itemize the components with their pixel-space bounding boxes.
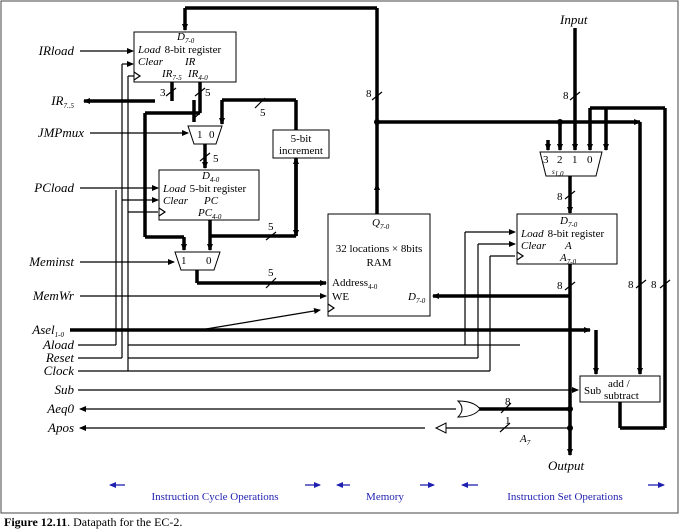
ram-line2: RAM — [366, 257, 391, 269]
right-buses — [593, 108, 671, 430]
aeq0-label: Aeq0 — [46, 401, 74, 416]
a-mux-output — [564, 176, 576, 214]
ir-title: 8-bit register — [165, 44, 222, 56]
a-mux-in3: 3 — [543, 154, 549, 166]
section-instruction-cycle: Instruction Cycle Operations — [151, 491, 278, 503]
top-bus-width: 8 — [366, 88, 372, 100]
a-mux-in1: 1 — [572, 154, 578, 166]
ram-we-label: WE — [332, 291, 349, 303]
a-load-label: Load — [520, 228, 544, 240]
pc-name-label: PC — [203, 195, 219, 207]
jmp-mux-in1: 1 — [197, 129, 203, 141]
jmp-out-width: 5 — [213, 153, 219, 165]
section-memory: Memory — [366, 491, 404, 503]
a-clear-label: Clear — [521, 240, 547, 252]
ram-q-label: Q7-0 — [372, 217, 390, 231]
pcload-label: PCload — [33, 180, 74, 195]
a-name-label: A — [564, 240, 572, 252]
input-label: Input — [559, 12, 588, 27]
meminst-mux[interactable] — [174, 251, 221, 271]
pc-d-label: D4-0 — [201, 170, 220, 184]
control-distribution — [115, 61, 520, 372]
pc-title: 5-bit register — [190, 183, 247, 195]
clock-label: Clock — [44, 363, 75, 378]
a-register — [516, 213, 618, 265]
mem-mux-in0: 0 — [206, 255, 212, 267]
a-mux-out-width: 8 — [557, 191, 563, 203]
apos-bus-width: 1 — [505, 415, 511, 427]
a-mux[interactable] — [539, 151, 603, 177]
a-mux-in2: 2 — [557, 154, 563, 166]
aeq0-bus-width: 8 — [505, 396, 511, 408]
inc-bus-width: 5 — [260, 107, 266, 119]
sub-label: Sub — [55, 382, 75, 397]
ir-lsb-width: 5 — [205, 87, 211, 99]
pc-out-label: PC4-0 — [197, 207, 222, 221]
a-output-bus — [438, 264, 576, 456]
addr-bus-width: 5 — [268, 267, 274, 279]
pc-output-bus — [207, 157, 299, 251]
input-bus-width: 8 — [563, 90, 569, 102]
pc-register — [158, 169, 260, 221]
apos-label: Apos — [47, 420, 74, 435]
a-out-width: 8 — [557, 280, 563, 292]
ir-output-wires — [143, 82, 206, 251]
ram-d-label: D7-0 — [407, 291, 426, 305]
ir-out-label: IR7..5 — [50, 93, 74, 110]
figure-frame — [0, 0, 679, 514]
ir-d-label: D7-0 — [176, 31, 195, 45]
memwr-label: MemWr — [32, 288, 75, 303]
address-bus — [195, 270, 327, 289]
addsub-sub-label: Sub — [584, 385, 602, 397]
ram-block — [327, 213, 431, 317]
right-bus-width-2: 8 — [651, 279, 657, 291]
ram-line1: 32 locations × 8bits — [336, 243, 423, 255]
apos-buffer — [434, 422, 447, 434]
increment-line1: 5-bit — [291, 133, 312, 145]
ir-name-label: IR — [184, 56, 196, 68]
jmp-mux-in0: 0 — [209, 129, 215, 141]
section-instruction-set: Instruction Set Operations — [507, 491, 622, 503]
a-out-label: A7-0 — [559, 252, 577, 266]
pc-load-label: Load — [162, 183, 186, 195]
mem-mux-in1: 1 — [181, 255, 187, 267]
increment-box — [272, 129, 330, 159]
top-bus — [182, 6, 641, 214]
ir-clear-label: Clear — [138, 56, 164, 68]
pc-clear-label: Clear — [163, 195, 189, 207]
jmpmux-label: JMPmux — [38, 125, 84, 140]
a7-label: A7 — [519, 433, 531, 447]
input-bus — [545, 28, 665, 151]
add-subtract-unit — [579, 375, 661, 403]
ir-msb-width: 3 — [160, 87, 166, 99]
aload-label: Aload — [42, 337, 75, 352]
increment-line2: increment — [279, 145, 323, 157]
pc-bus-width: 5 — [268, 221, 274, 233]
addsub-subtract-label: subtract — [604, 390, 639, 402]
addsub-add-label: add / — [608, 378, 631, 390]
ram-address-label: Address4-0 — [332, 277, 378, 291]
asel-label: Asel1-0 — [31, 322, 64, 339]
figure-caption: Figure 12.11. Datapath for the EC-2. — [4, 515, 182, 529]
a-title: 8-bit register — [548, 228, 605, 240]
output-label: Output — [548, 458, 585, 473]
right-bus-width-1: 8 — [628, 279, 634, 291]
reset-label: Reset — [45, 350, 75, 365]
a-d-label: D7-0 — [559, 215, 578, 229]
jmp-mux[interactable] — [187, 125, 223, 145]
a-mux-in0: 0 — [587, 154, 593, 166]
a-mux-select: s1,0 — [552, 168, 564, 178]
ir-out-lsb: IR4-0 — [187, 68, 208, 82]
ir-register — [133, 31, 237, 83]
aeq0-nor-gate — [456, 400, 481, 418]
irload-label: IRload — [38, 43, 75, 58]
meminst-label: Meminst — [28, 254, 74, 269]
ir-out-msb: IR7-5 — [161, 68, 182, 82]
ir-load-label: Load — [137, 44, 161, 56]
